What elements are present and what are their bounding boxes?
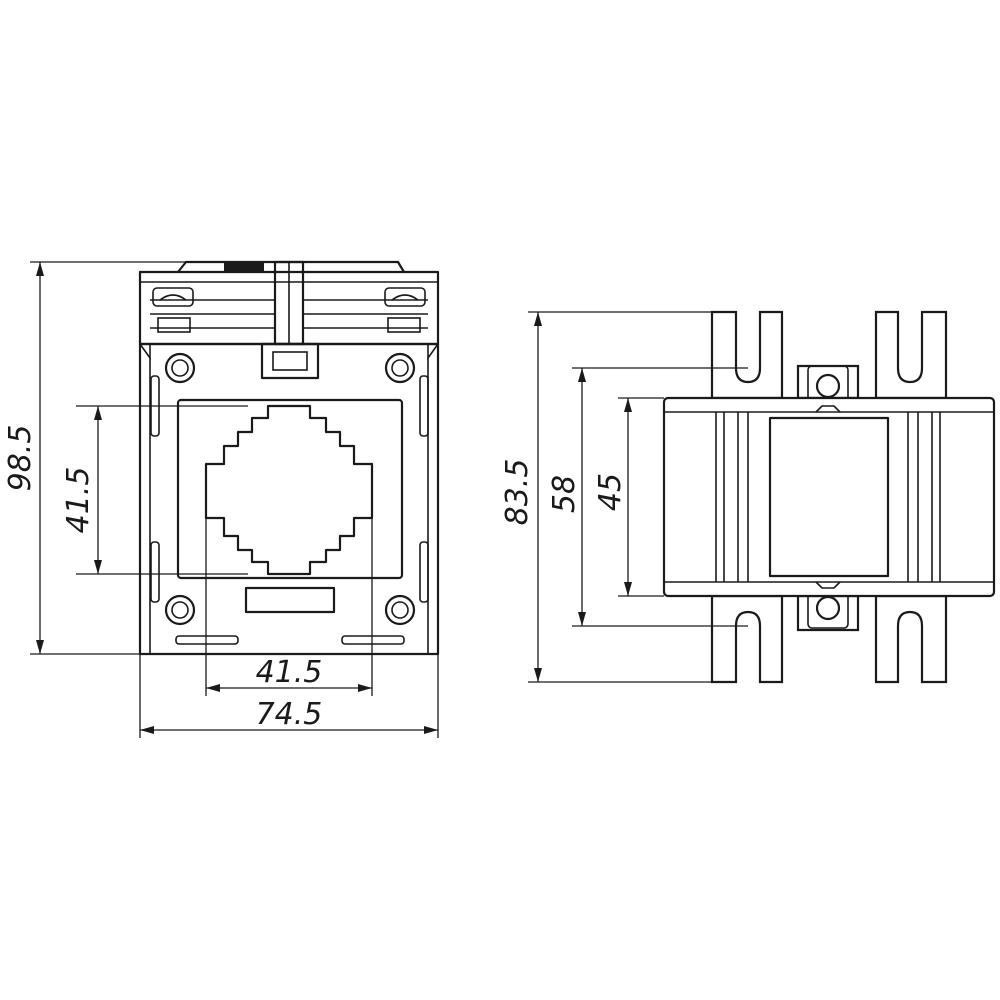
terminal-fork-top-left [710, 310, 784, 400]
terminal-span-dimension: 58 [547, 475, 582, 513]
mounting-hole-bottom-right [384, 594, 416, 626]
terminal-screw-right [384, 287, 426, 333]
side-dimensions: 83.5 58 45 [500, 311, 748, 683]
window-width-dimension: 41.5 [256, 655, 323, 690]
slot [419, 541, 429, 603]
mounting-ear-bottom [796, 594, 860, 632]
main-body [138, 342, 440, 656]
body-height-dimension: 45 [593, 473, 628, 511]
window-frame [176, 398, 404, 580]
slot [150, 541, 160, 603]
side-view [662, 310, 996, 684]
mounting-hole-top-right [384, 352, 416, 384]
height-dimension: 98.5 [3, 425, 38, 492]
nameplate [244, 586, 336, 614]
conductor-window [204, 404, 374, 576]
slot [175, 635, 239, 645]
latch [260, 342, 320, 380]
window-height-dimension: 41.5 [61, 467, 96, 534]
terminal-screw-left [152, 287, 194, 333]
terminal-fork-bottom-left [710, 594, 784, 684]
overall-height-dimension: 83.5 [500, 459, 535, 526]
slot [419, 375, 429, 437]
mounting-ear-top [796, 364, 860, 400]
terminal-fork-bottom-right [874, 594, 948, 684]
terminal-fork-top-right [874, 310, 948, 400]
mounting-hole-top-left [164, 352, 196, 384]
top-cap [177, 260, 405, 273]
front-view [138, 260, 440, 656]
front-dimensions: 98.5 41.5 41.5 74.5 [3, 261, 439, 738]
label-recess [768, 416, 890, 578]
width-dimension: 74.5 [256, 697, 323, 732]
mounting-hole-bottom-left [164, 594, 196, 626]
slot [341, 635, 405, 645]
top-cap-knurl [224, 263, 264, 272]
side-body [662, 396, 996, 598]
